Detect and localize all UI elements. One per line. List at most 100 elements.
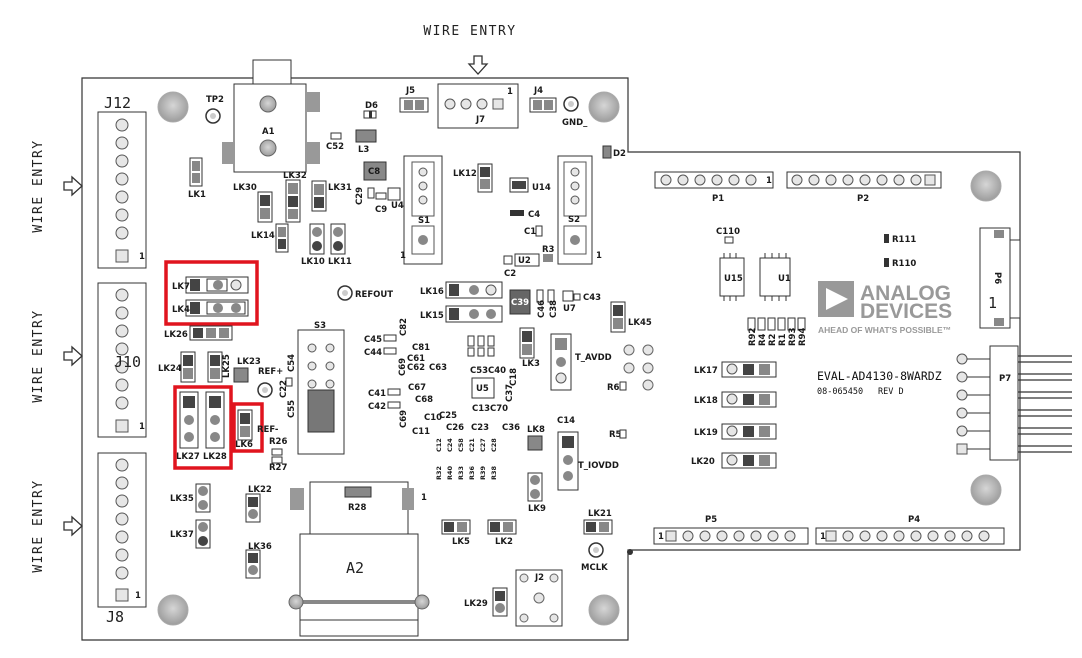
label-R111: R111 [892,235,916,245]
label-S3: S3 [314,321,326,331]
label-P2: P2 [857,194,869,204]
link-LK26: LK26 [164,325,233,341]
label-C28: C28 [490,438,498,452]
label-A1: A1 [262,127,275,137]
label-C39: C39 [511,298,529,308]
label-P4: P4 [908,515,920,525]
label-LK21: LK21 [588,509,612,519]
link-LK17: LK17 [694,361,777,378]
label-LK7: LK7 [172,282,190,292]
label-C81: C81 [412,343,430,353]
label-C68: C68 [415,395,433,405]
link-LK30: LK30 [233,183,273,223]
label-C10: C10 [424,413,442,423]
label-C44: C44 [364,348,382,358]
part-number: 08-065450 [817,387,863,397]
label-LK45: LK45 [628,318,652,328]
label-C62: C62 [407,363,425,373]
label-R32: R32 [435,466,443,480]
label-J5: J5 [405,86,415,96]
label-R27: R27 [269,463,287,473]
label-R2: R2 [768,333,778,346]
resistor-R3: R3 [542,245,555,255]
label-LK23: LK23 [237,357,261,367]
label-R93: R93 [788,328,798,346]
label-T-AVDD: T_AVDD [575,353,612,363]
label-C13: C13 [472,404,490,414]
label-C29: C29 [355,187,365,205]
link-LK20: LK20 [691,452,777,469]
label-LK22: LK22 [248,485,272,495]
label-U2: U2 [518,256,531,266]
label-C26: C26 [446,423,464,433]
cap-C1: C1 [524,225,543,237]
pad-grid [623,344,654,391]
logo-line1: ANALOG [860,282,951,305]
label-T-IOVDD: T_IOVDD [578,461,619,471]
testpoint-REF-minus: REF- [257,425,279,435]
resistor-R111: R111 [884,234,916,245]
cap-C110: C110 [716,227,740,244]
highlight-box-lk7-lk4 [164,260,259,326]
label-D6: D6 [365,101,378,111]
arrow-down-icon [467,55,489,75]
link-LK15: LK15 [420,305,503,323]
label-LK15: LK15 [420,311,444,321]
label-D2: D2 [613,149,626,159]
label-U14: U14 [532,183,551,193]
link-LK19: LK19 [694,423,777,440]
connector-J4: J4 [529,86,557,113]
link-LK3: LK3 [519,327,540,369]
label-C41: C41 [368,389,386,399]
label-C55: C55 [287,400,297,418]
label-C52: C52 [326,142,344,152]
label-C2: C2 [504,269,516,279]
label-R94: R94 [798,328,808,346]
link-LK11: LK11 [328,223,352,267]
link-LK28: LK28 [203,391,227,462]
label-C8: C8 [368,167,380,177]
cap-C46: C46 [536,289,547,318]
label-C63: C63 [429,363,447,373]
board-name: EVAL-AD4130-8WARDZ [817,369,942,383]
component-A1: A1 [222,59,320,173]
label-LK14: LK14 [251,231,275,241]
pin1-mark: 1 [400,251,406,261]
label-C21: C21 [468,438,476,452]
switch-S2: S2 1 [557,155,602,265]
pin1-mark: 1 [596,251,602,261]
label-LK28: LK28 [203,452,227,462]
cap-C43: C43 [573,293,601,303]
link-LK23: LK23 [233,357,261,383]
link-LK4: LK4 [172,299,249,317]
switch-S1: S1 1 [400,155,443,265]
link-LK18: LK18 [694,391,777,408]
label-LK36: LK36 [248,542,272,552]
resistor-R6: R6 [607,381,627,393]
wire-entry-label-3: WIRE ENTRY [31,479,46,572]
pin1-mark: 1 [820,532,826,542]
label-C9: C9 [375,205,387,215]
label-LK27: LK27 [176,452,200,462]
link-LK2: LK2 [487,519,517,547]
link-LK22: LK22 [245,485,272,523]
label-REFOUT: REFOUT [355,290,393,300]
link-LK7: LK7 [172,276,249,294]
mounting-holes [157,91,1002,626]
component-A2: R28 1 A2 [288,481,430,637]
link-LK1: LK1 [188,157,206,200]
resistor-array: R92 R4 R2 R1 R93 R94 [747,317,808,346]
arrow-right-icon [63,345,83,367]
logo-triangle-icon [826,288,848,310]
label-R4: R4 [758,333,768,346]
label-C53: C53 [470,366,488,376]
link-LK21: LK21 [583,509,613,535]
label-LK37: LK37 [170,530,194,540]
link-LK5: LK5 [441,519,471,547]
label-C70: C70 [490,404,508,414]
label-C23: C23 [471,423,489,433]
highlight-box-lk6 [232,402,264,453]
pin1-mark: 1 [139,422,145,432]
label-J2: J2 [534,573,544,583]
